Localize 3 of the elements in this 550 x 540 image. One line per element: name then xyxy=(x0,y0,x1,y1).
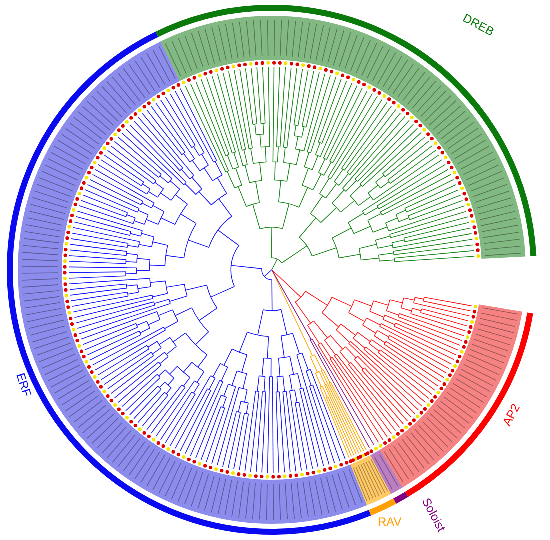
clade-label: AP2 xyxy=(500,402,523,428)
clade-label: ERF xyxy=(14,371,34,399)
clade-label: RAV xyxy=(378,515,402,529)
